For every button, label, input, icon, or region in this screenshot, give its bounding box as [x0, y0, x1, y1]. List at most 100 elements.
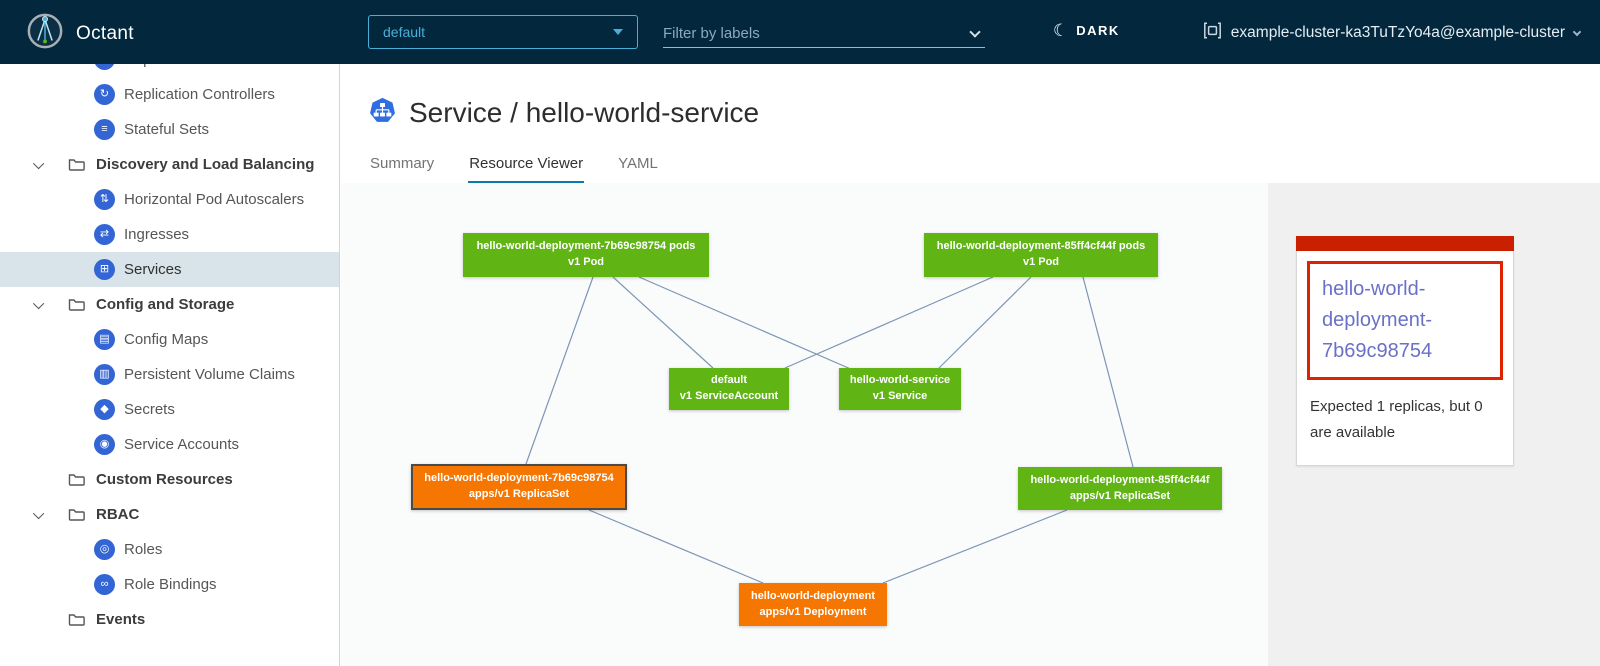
namespace-dropdown[interactable]: default [368, 15, 638, 49]
chevron-down-icon[interactable] [32, 507, 45, 519]
sidebar-item-persistent-volume-claims[interactable]: ▥ Persistent Volume Claims [0, 357, 339, 392]
sidebar-item-role-bindings[interactable]: ∞Role Bindings [0, 567, 339, 602]
chevron-down-icon [1572, 27, 1582, 36]
sidebar-item-custom-resources[interactable]: Custom Resources [0, 462, 339, 497]
sidebar-item-label: Stateful Sets [124, 121, 210, 138]
sidebar-item-stateful-sets[interactable]: ≡ Stateful Sets [0, 112, 339, 147]
sidebar-item-label: Roles [124, 541, 163, 558]
theme-toggle-button[interactable]: ☾ DARK [1053, 22, 1120, 39]
tab-resource-viewer[interactable]: Resource Viewer [468, 149, 585, 184]
status-highlight-box: hello-world-deployment-7b69c98754 [1307, 261, 1503, 380]
cluster-icon [1203, 21, 1222, 45]
ingresses-icon: ⇄ [94, 224, 115, 245]
label-filter-input[interactable] [663, 25, 971, 42]
node-kind: apps/v1 Deployment [759, 605, 867, 618]
dropdown-caret-icon [613, 29, 623, 35]
sidebar-item-service-accounts[interactable]: ◉ Service Accounts [0, 427, 339, 462]
status-bar [1296, 236, 1514, 251]
sidebar-item-label: Ingresses [124, 226, 190, 243]
folder-icon [68, 297, 85, 312]
node-kind: apps/v1 ReplicaSet [468, 488, 570, 500]
sidebar-item-ingresses[interactable]: ⇄ Ingresses [0, 217, 339, 252]
services-icon: ⊞ [94, 259, 115, 280]
node-name: hello-world-deployment-85ff4cf44f [1030, 473, 1210, 486]
sidebar-item-services[interactable]: ⊞Services [0, 252, 339, 287]
horizontal-pod-autoscalers-icon: ⇅ [94, 189, 115, 210]
sidebar-item-horizontal-pod-autoscalers[interactable]: ⇅ Horizontal Pod Autoscalers [0, 182, 339, 217]
theme-toggle-label: DARK [1076, 23, 1120, 38]
sidebar-item-replication-controllers[interactable]: ↻Replication Controllers [0, 77, 339, 112]
graph-node-replicaset-right[interactable]: hello-world-deployment-85ff4cf44f apps/v1… [1018, 467, 1222, 510]
graph-node-deployment[interactable]: hello-world-deployment apps/v1 Deployment [739, 583, 887, 626]
tab-summary[interactable]: Summary [370, 155, 435, 172]
node-name: hello-world-deployment [750, 589, 876, 602]
sidebar-item-discovery-and-load-balancing[interactable]: Discovery and Load Balancing [0, 147, 339, 182]
detail-panel: hello-world-deployment-7b69c98754 Expect… [1268, 183, 1600, 666]
sidebar-item-label: Role Bindings [124, 576, 217, 593]
graph-node-pod-right[interactable]: hello-world-deployment-85ff4cf44f pods v1… [924, 233, 1158, 277]
secrets-icon: ◆ [94, 399, 115, 420]
sidebar-item-config-and-storage[interactable]: Config and Storage [0, 287, 339, 322]
sidebar-item-events[interactable]: Events [0, 602, 339, 637]
node-name: hello-world-deployment-7b69c98754 pods [476, 240, 696, 253]
chevron-down-icon[interactable] [32, 297, 45, 309]
folder-icon [68, 612, 85, 627]
tab-bar: Summary Resource Viewer YAML [353, 149, 1543, 185]
node-name: hello-world-service [849, 374, 951, 387]
sidebar-item-label: Horizontal Pod Autoscalers [124, 191, 305, 208]
graph-node-service[interactable]: hello-world-service v1 Service [839, 368, 961, 410]
node-kind: v1 Pod [1022, 256, 1060, 268]
sidebar-item-label: Secrets [124, 401, 175, 418]
moon-icon: ☾ [1053, 21, 1069, 40]
service-accounts-icon: ◉ [94, 434, 115, 455]
sidebar-item-label: Config and Storage [96, 296, 235, 313]
graph-edges [525, 276, 1134, 584]
cluster-label: example-cluster-ka3TuTzYo4a@example-clus… [1230, 24, 1565, 41]
node-kind: v1 Pod [567, 256, 605, 268]
stateful-sets-icon: ≡ [94, 119, 115, 140]
node-kind: apps/v1 ReplicaSet [1069, 489, 1171, 502]
node-kind: v1 ServiceAccount [679, 390, 779, 402]
brand: Octant [26, 12, 134, 55]
graph-node-pod-left[interactable]: hello-world-deployment-7b69c98754 pods v1… [463, 233, 709, 277]
sidebar-item-replica-sets[interactable]: ▣Replica Sets [0, 64, 339, 77]
resource-graph: hello-world-deployment-7b69c98754 pods v1… [341, 183, 1268, 666]
service-icon [369, 97, 396, 129]
status-message: Expected 1 replicas, but 0 are available [1310, 398, 1483, 442]
sidebar-item-secrets[interactable]: ◆ Secrets [0, 392, 339, 427]
sidebar-item-label: RBAC [96, 506, 140, 523]
app-title: Octant [76, 22, 134, 44]
sidebar-item-label: Discovery and Load Balancing [96, 156, 315, 173]
node-kind: v1 Service [872, 390, 928, 402]
node-name: hello-world-deployment-7b69c98754 [424, 472, 614, 485]
tab-yaml[interactable]: YAML [618, 155, 658, 172]
sidebar-item-label: Service Accounts [124, 436, 240, 453]
sidebar-item-label: Persistent Volume Claims [124, 366, 295, 383]
folder-icon [68, 157, 85, 172]
sidebar-nav: ▣Replica Sets↻Replication Controllers ≡ St… [0, 64, 340, 666]
sidebar-item-label: Events [96, 611, 146, 628]
namespace-value: default [383, 24, 426, 40]
sidebar-item-label: Config Maps [124, 331, 209, 348]
folder-icon [68, 472, 85, 487]
roles-icon: ◎ [94, 539, 115, 560]
node-name: hello-world-deployment-85ff4cf44f pods [936, 240, 1146, 253]
chevron-down-icon[interactable] [969, 26, 981, 38]
graph-node-replicaset-left[interactable]: hello-world-deployment-7b69c98754 apps/v1… [411, 464, 627, 510]
cluster-selector[interactable]: example-cluster-ka3TuTzYo4a@example-clus… [1203, 21, 1582, 45]
sidebar-item-label: Replication Controllers [124, 86, 275, 103]
label-filter [663, 20, 985, 48]
sidebar-item-label: Custom Resources [96, 471, 233, 488]
chevron-down-icon[interactable] [32, 157, 45, 169]
persistent-volume-claims-icon: ▥ [94, 364, 115, 385]
sidebar-item-roles[interactable]: ◎ Roles [0, 532, 339, 567]
sidebar-item-config-maps[interactable]: ▤Config Maps [0, 322, 339, 357]
resource-link[interactable]: hello-world-deployment-7b69c98754 [1322, 278, 1433, 362]
sidebar-item-rbac[interactable]: RBAC [0, 497, 339, 532]
sidebar-item-list: ▣Replica Sets↻Replication Controllers ≡ St… [0, 64, 339, 637]
top-header: Octant default ☾ DARK example-cluster-ka… [0, 0, 1600, 64]
selected-node-card: hello-world-deployment-7b69c98754 Expect… [1296, 236, 1514, 466]
folder-icon [68, 507, 85, 522]
